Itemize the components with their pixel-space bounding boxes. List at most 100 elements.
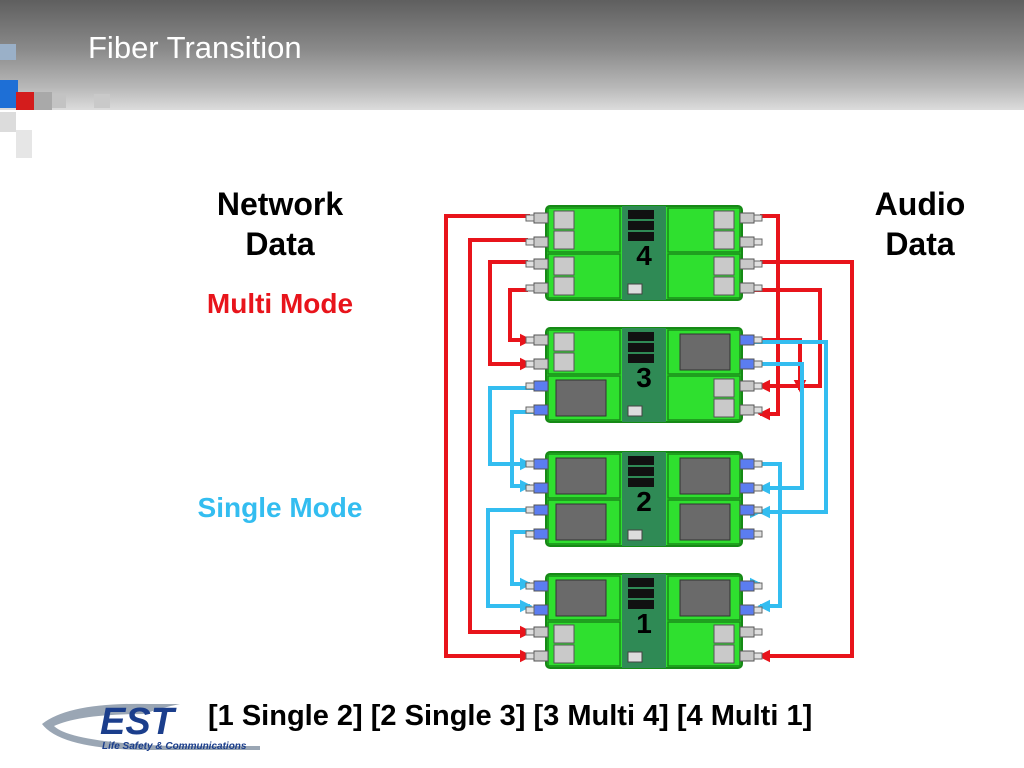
fiber-connector-icon [525, 484, 535, 492]
fiber-port-icon [739, 334, 755, 346]
fiber-port-icon [739, 626, 755, 638]
fiber-module-4: 4 [525, 205, 763, 301]
fiber-port-icon [739, 580, 755, 592]
fiber-connector-icon [753, 238, 763, 246]
module-dip-switch [627, 283, 643, 295]
module-led-bar [628, 354, 654, 363]
fiber-connector-icon [753, 652, 763, 660]
fiber-port-icon [739, 482, 755, 494]
module-number: 2 [636, 486, 652, 517]
fiber-port-icon [739, 458, 755, 470]
audio-label-line2: Data [885, 226, 955, 262]
fiber-port-icon [533, 282, 549, 294]
fiber-port-icon [739, 258, 755, 270]
module-led-bar [628, 332, 654, 341]
fiber-connector-icon [753, 530, 763, 538]
fiber-port-icon [533, 580, 549, 592]
module-led-bar [628, 232, 654, 241]
decor-square [16, 130, 32, 158]
header-decor-square [94, 94, 110, 108]
fiber-port-icon [533, 358, 549, 370]
fiber-connector-icon [525, 506, 535, 514]
single-mode-fiber [742, 340, 828, 519]
single-mode-transceiver [555, 579, 607, 617]
fiber-connector-icon [525, 284, 535, 292]
multi-mode-fiber [444, 214, 533, 663]
fiber-connector-icon [753, 360, 763, 368]
fiber-connector-icon [525, 406, 535, 414]
fiber-port-icon [739, 282, 755, 294]
single-mode-transceiver [555, 503, 607, 541]
fiber-port-icon [739, 504, 755, 516]
multi-mode-fiber [757, 260, 854, 663]
multi-mode-transceiver [713, 230, 735, 250]
fiber-connector-icon [753, 406, 763, 414]
single-mode-fiber [510, 410, 540, 493]
fiber-connector-icon [753, 606, 763, 614]
module-led-bar [628, 221, 654, 230]
multi-mode-transceiver [553, 256, 575, 276]
fiber-connector-icon [753, 382, 763, 390]
fiber-connections [444, 214, 854, 663]
module-led-bar [628, 478, 654, 487]
fiber-connector-icon [753, 214, 763, 222]
fiber-port-icon [533, 380, 549, 392]
fiber-connector-icon [525, 530, 535, 538]
multi-mode-transceiver [553, 624, 575, 644]
multi-mode-transceiver [713, 210, 735, 230]
logo-wordmark: EST [100, 701, 177, 743]
fiber-connector-icon [525, 336, 535, 344]
single-mode-transceiver [679, 579, 731, 617]
fiber-connector-icon [753, 460, 763, 468]
module-number: 4 [636, 240, 652, 271]
network-label-line2: Data [245, 226, 315, 262]
module-number: 3 [636, 362, 652, 393]
single-mode-fiber [486, 508, 540, 613]
multi-mode-fiber [488, 260, 533, 371]
module-led-bar [628, 343, 654, 352]
multi-mode-fiber [468, 238, 533, 639]
audio-data-label: Audio Data [860, 184, 980, 264]
module-dip-switch [627, 405, 643, 417]
module-dip-switch [627, 651, 643, 663]
fiber-port-icon [739, 528, 755, 540]
module-led-bar [628, 589, 654, 598]
module-led-bar [628, 467, 654, 476]
multi-mode-transceiver [553, 644, 575, 664]
single-mode-label: Single Mode [197, 492, 363, 523]
multi-mode-transceiver [713, 644, 735, 664]
fiber-port-icon [739, 404, 755, 416]
fiber-modules: 4 3 2 1 [525, 205, 763, 669]
fiber-module-1: 1 [525, 573, 763, 669]
fiber-port-icon [533, 604, 549, 616]
fiber-port-icon [533, 334, 549, 346]
fiber-port-icon [533, 504, 549, 516]
fiber-connector-icon [525, 382, 535, 390]
fiber-port-icon [533, 404, 549, 416]
logo-tagline: Life Safety & Communications [102, 741, 247, 752]
fiber-connector-icon [753, 506, 763, 514]
module-led-bar [628, 578, 654, 587]
fiber-port-icon [533, 528, 549, 540]
fiber-connector-icon [753, 284, 763, 292]
fiber-port-icon [533, 650, 549, 662]
multi-mode-transceiver [713, 624, 735, 644]
multi-mode-transceiver [713, 378, 735, 398]
fiber-connector-icon [753, 260, 763, 268]
link-caption: [1 Single 2] [2 Single 3] [3 Multi 4] [4… [208, 700, 813, 732]
fiber-port-icon [533, 626, 549, 638]
fiber-module-2: 2 [525, 451, 763, 547]
fiber-port-icon [533, 458, 549, 470]
fiber-port-icon [533, 236, 549, 248]
network-label-line1: Network [216, 186, 344, 222]
multi-mode-transceiver [713, 398, 735, 418]
slide-header: Fiber Transition [0, 0, 1024, 110]
multi-mode-transceiver [553, 332, 575, 352]
fiber-connector-icon [525, 238, 535, 246]
single-mode-fiber [510, 530, 540, 591]
multi-mode-transceiver [553, 352, 575, 372]
single-mode-transceiver [679, 333, 731, 371]
single-mode-transceiver [555, 457, 607, 495]
fiber-connector-icon [525, 360, 535, 368]
